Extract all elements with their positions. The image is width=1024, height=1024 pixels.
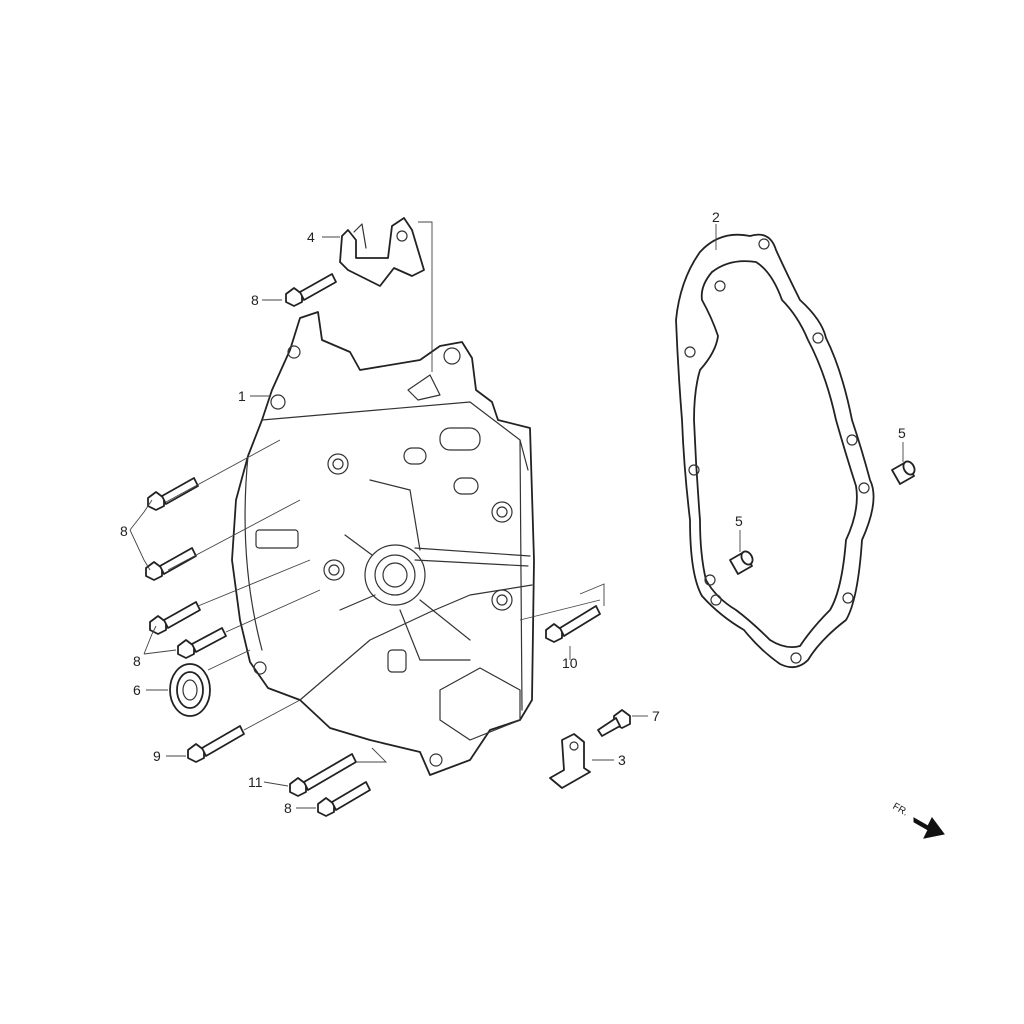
callout-4: 4 [307,229,315,245]
callout-3: 3 [618,752,626,768]
callout-5-lower: 5 [735,513,743,529]
dowel-pin-lower [729,550,754,575]
bolt-11 [289,753,357,797]
callout-1: 1 [238,388,246,404]
callout-9: 9 [153,748,161,764]
front-direction-indicator: FR. [891,801,945,839]
callout-8-left: 8 [120,523,128,539]
bracket-part-3 [549,733,591,789]
crankcase-cover [231,311,535,776]
bolt-left-8d [177,627,227,659]
front-arrow-icon [913,817,945,839]
callout-8-bottom: 8 [284,800,292,816]
bolt-top-8 [285,273,337,307]
callout-6: 6 [133,682,141,698]
callout-2: 2 [712,209,720,225]
bolt-7 [597,709,631,737]
callout-8-middle: 8 [133,653,141,669]
callout-10: 10 [562,655,578,671]
callout-8-top: 8 [251,292,259,308]
bolt-left-8a [147,477,199,511]
callout-5-upper: 5 [898,425,906,441]
bolt-9 [187,725,245,763]
dowel-pin-upper [891,460,916,485]
gasket [675,233,875,669]
bolt-left-8c [149,601,201,635]
bracket-part-4 [339,217,425,287]
front-label: FR. [891,801,910,819]
callout-7: 7 [652,708,660,724]
bolt-10 [545,605,601,643]
callout-11: 11 [248,774,263,790]
oil-seal [169,663,211,717]
bolt-left-8b [145,547,197,581]
bolt-bottom-8 [317,781,371,817]
leader-lines [129,221,904,809]
callout-numbers: 4 8 1 2 5 5 8 8 6 9 11 8 10 7 3 [120,209,906,816]
